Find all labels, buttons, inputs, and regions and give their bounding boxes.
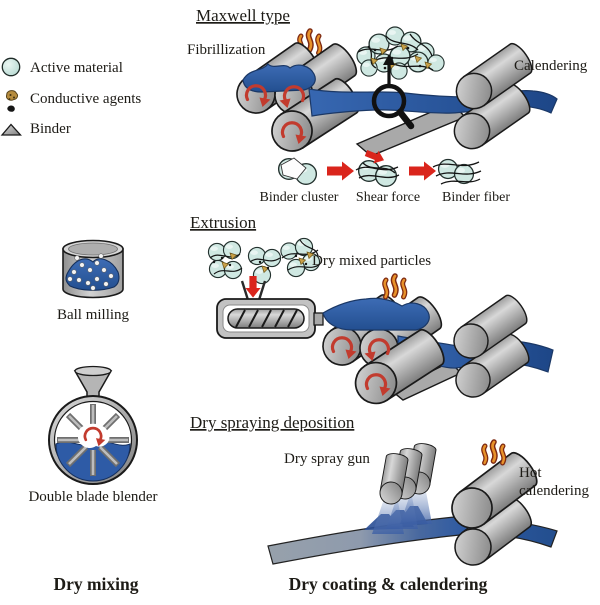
ball-milling-label: Ball milling [57,307,130,323]
maxwell-title: Maxwell type [196,6,290,25]
extruder [216,280,324,339]
maxwell-section: Maxwell type Fibrillization [187,6,588,205]
binder-cluster-label: Binder cluster [260,190,339,205]
feed-material [242,63,316,93]
dry-coating-calendering-label: Dry coating & calendering [289,574,488,594]
magnifier-icon [371,54,415,130]
double-blade-blender-equipment [48,365,138,485]
spray-gun-icons [377,441,438,507]
extrusion-calender-rollers [446,291,534,405]
conductive-agents-icon [5,90,19,112]
hot-calendering-label-line2: calendering [519,483,589,499]
binder-fiber-label: Binder fiber [442,190,510,205]
spray-cones [372,486,432,534]
dry-mixing-label: Dry mixing [53,574,138,594]
extrusion-rollers [314,290,447,376]
flames-icon [484,442,504,463]
double-blade-blender-label: Double blade blender [28,489,157,505]
spraying-title: Dry spraying deposition [190,413,355,432]
binder-cluster-icon [277,157,318,186]
binder-icon [0,123,22,136]
dry-mixed-particles-label: Dry mixed particles [312,253,431,269]
dry-mixed-particles-icon [207,237,321,285]
step-arrow-icon [327,161,354,181]
extrudate [322,297,430,331]
binder-fiber-icon [432,158,482,185]
legend-active-material-label: Active material [30,60,123,76]
dry-spray-gun-label: Dry spray gun [284,451,370,467]
legend-binder-label: Binder [30,121,71,137]
magnified-particle-cluster [356,26,445,80]
fibrillization-rollers [228,38,365,160]
calendering-label: Calendering [514,58,588,74]
shear-force-icon [355,146,400,188]
milling-balls [67,253,114,291]
extrusion-title: Extrusion [190,213,257,232]
hot-calendering-label-line1: Hot [519,465,542,481]
legend-conductive-agents-label: Conductive agents [30,91,141,107]
legend: Active material Conductive agents Binder [0,57,141,137]
active-material-icon [1,57,21,77]
extrusion-section: Extrusion Dry mixed particles [190,213,554,413]
spraying-section: Dry spraying deposition Dry spray gun [190,413,589,573]
flames-icon [385,276,405,297]
footer-labels: Dry mixing Dry coating & calendering [53,574,487,594]
ball-milling-equipment [62,239,124,299]
step-arrow-icon [409,161,436,181]
fibrillization-label: Fibrillization [187,42,266,58]
shear-force-label: Shear force [356,190,420,205]
